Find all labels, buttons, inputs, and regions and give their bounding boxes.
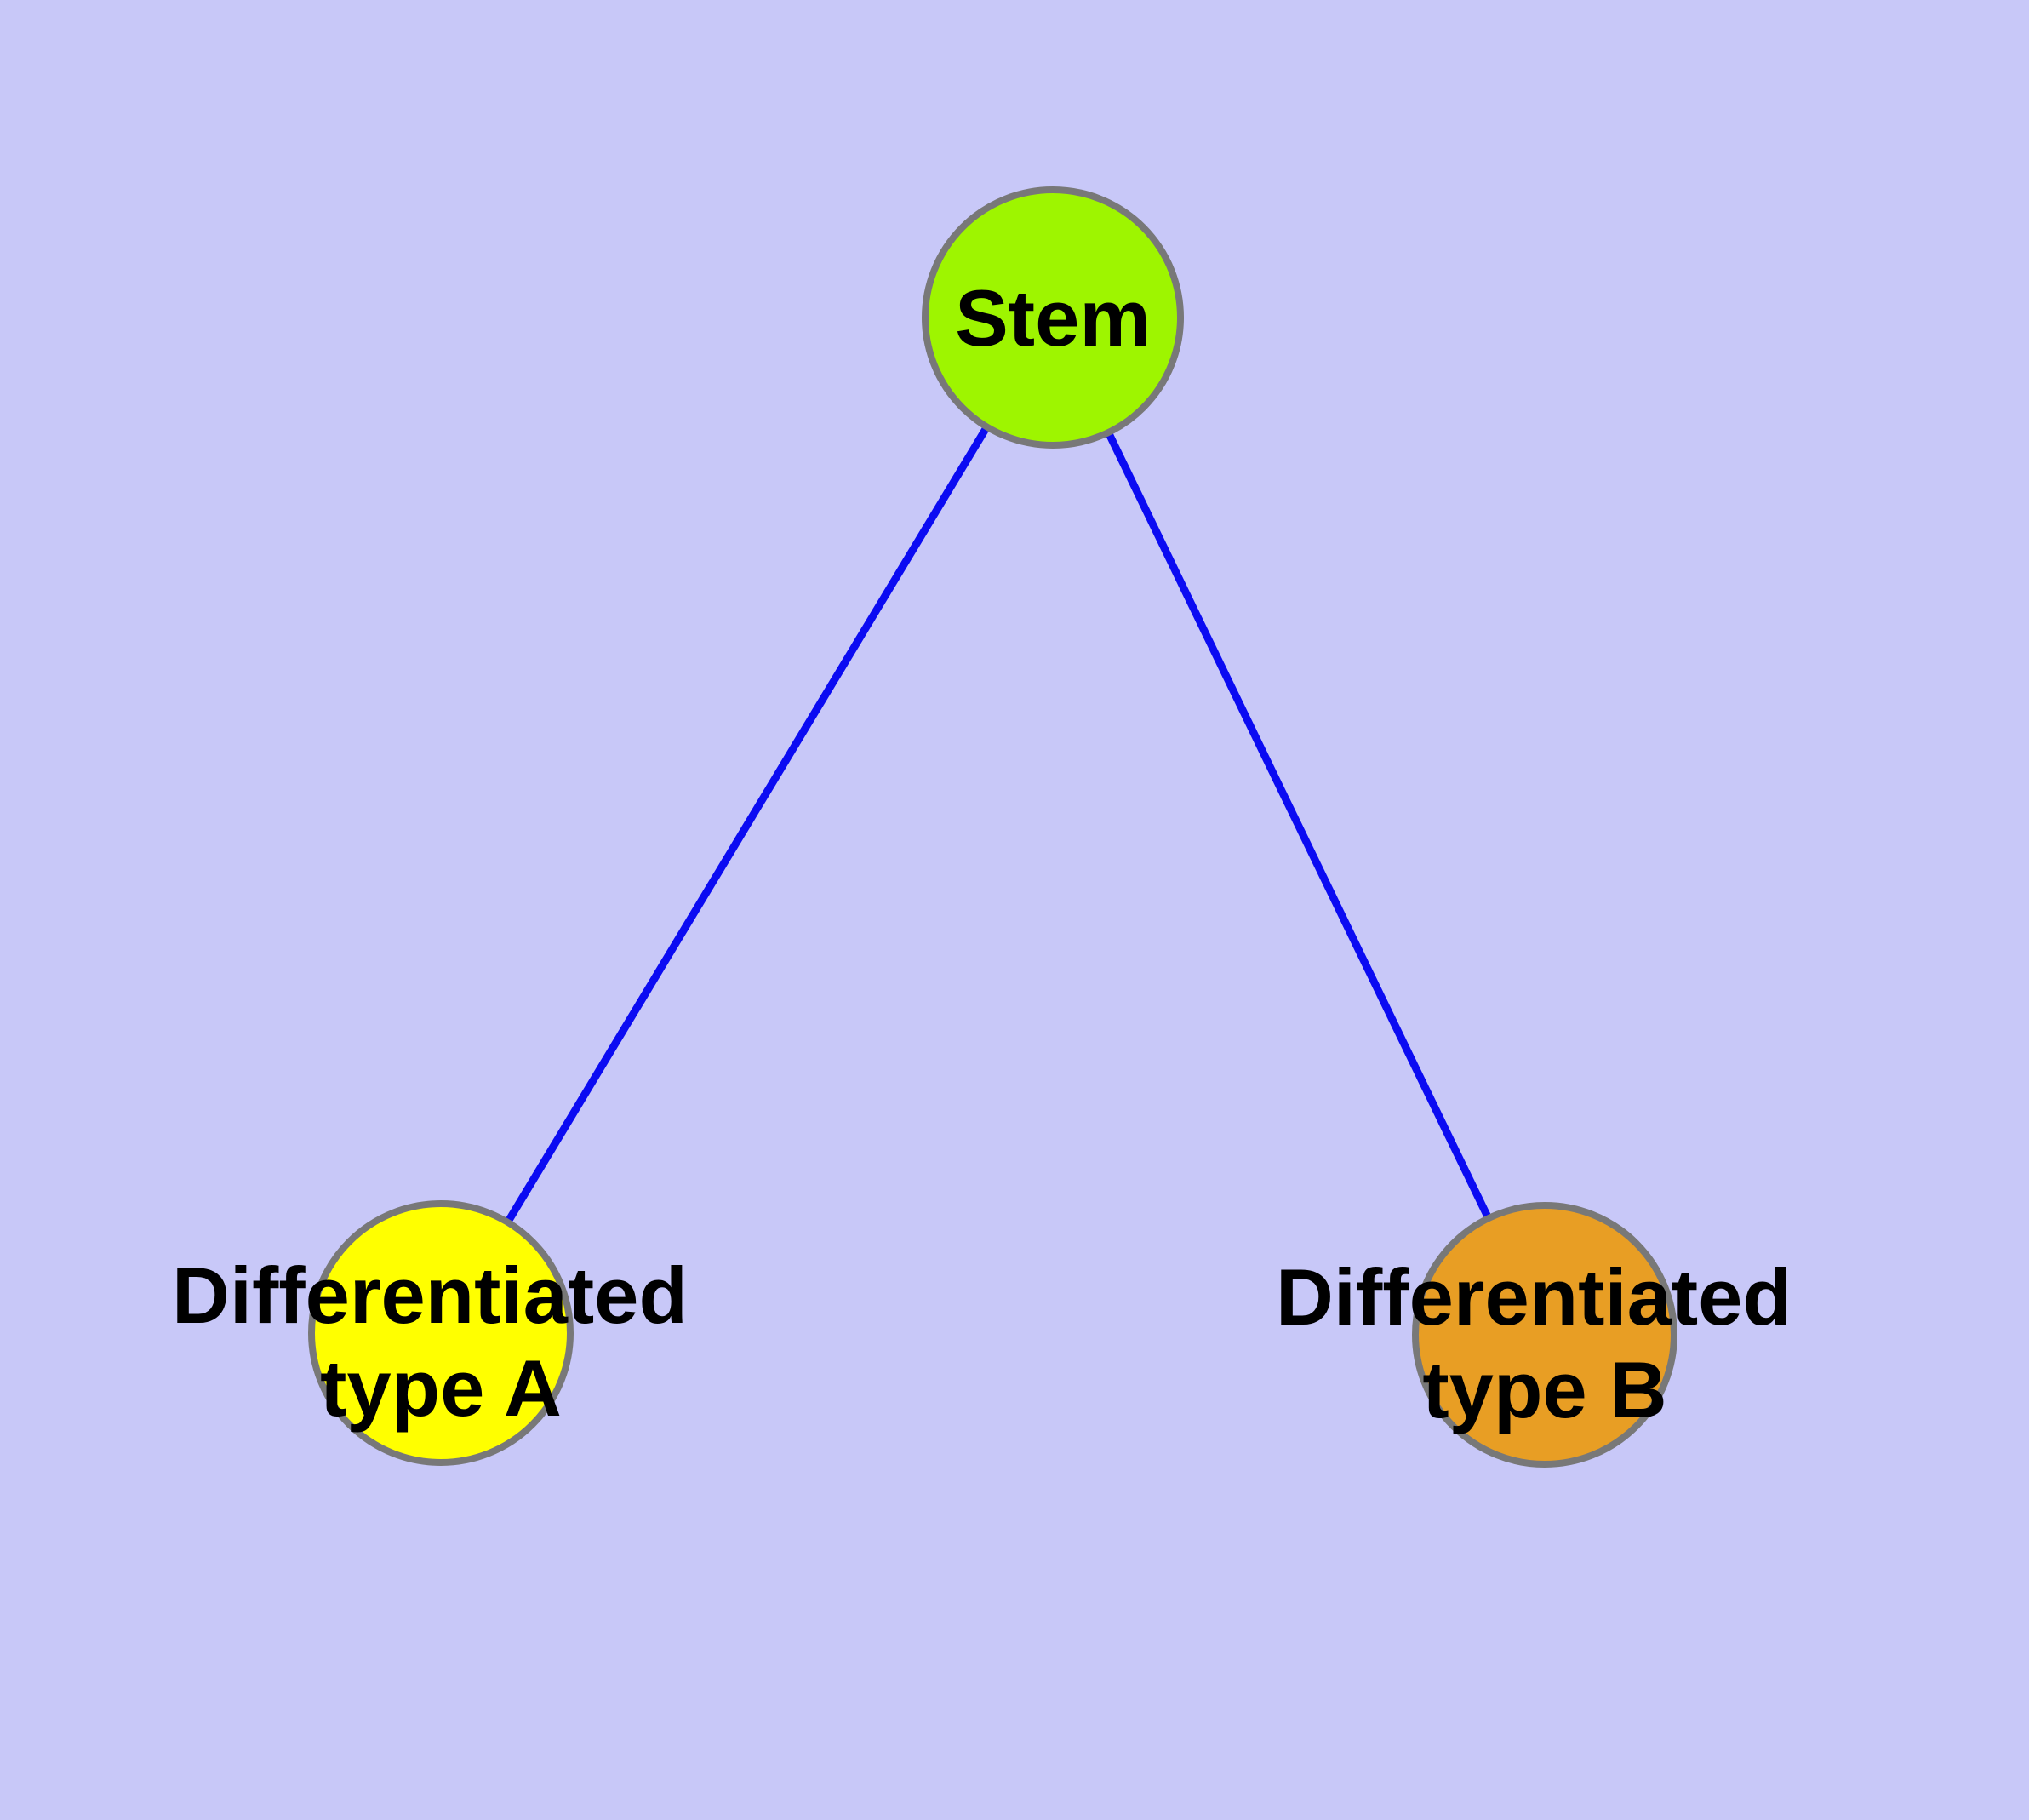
node-type-b-label: Differentiated type B	[1276, 1252, 1814, 1434]
node-type-a-label-line2: type A	[320, 1343, 562, 1433]
node-type-b-label-line2: type B	[1422, 1345, 1666, 1434]
node-differentiated-type-b	[1412, 1202, 1677, 1468]
edge-stem-to-type-a	[437, 315, 1056, 1336]
edge-stem-to-type-b	[1049, 316, 1549, 1336]
node-type-a-label: Differentiated type A	[172, 1251, 710, 1433]
node-type-a-label-line1: Differentiated	[172, 1251, 688, 1340]
node-stem-label: Stem	[955, 273, 1151, 363]
node-type-b-label-line1: Differentiated	[1276, 1252, 1792, 1342]
node-stem	[922, 186, 1184, 449]
node-differentiated-type-a	[308, 1200, 574, 1466]
